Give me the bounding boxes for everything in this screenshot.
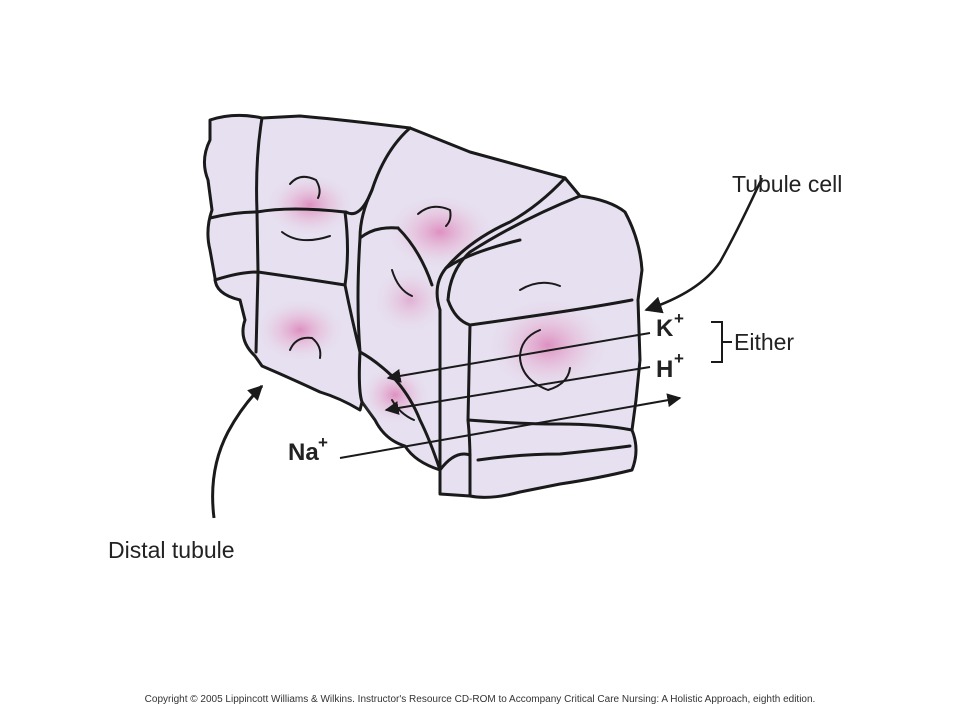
k-arrow bbox=[386, 332, 651, 383]
cytoplasm-glow bbox=[255, 173, 610, 425]
k-ion-charge: + bbox=[674, 309, 684, 328]
either-bracket bbox=[711, 321, 732, 363]
tubule-illustration bbox=[203, 113, 644, 499]
k-ion-label: K bbox=[656, 315, 674, 342]
h-ion-label: H bbox=[656, 356, 673, 383]
copyright-notice: Copyright © 2005 Lippincott Williams & W… bbox=[144, 694, 816, 705]
h-ion-charge: + bbox=[674, 349, 684, 368]
na-ion-charge: + bbox=[318, 433, 328, 452]
h-arrow bbox=[384, 366, 651, 415]
tubule-cell-pointer bbox=[644, 177, 764, 314]
cell-walls bbox=[208, 116, 634, 498]
transport-arrows bbox=[339, 332, 682, 459]
distal-tubule-pointer bbox=[211, 384, 264, 519]
na-arrow bbox=[339, 393, 682, 459]
distal-tubule-label: Distal tubule bbox=[108, 537, 235, 563]
na-ion-label: Na bbox=[288, 439, 319, 466]
either-label: Either bbox=[734, 329, 794, 355]
tubule-cell-label: Tubule cell bbox=[732, 171, 842, 197]
